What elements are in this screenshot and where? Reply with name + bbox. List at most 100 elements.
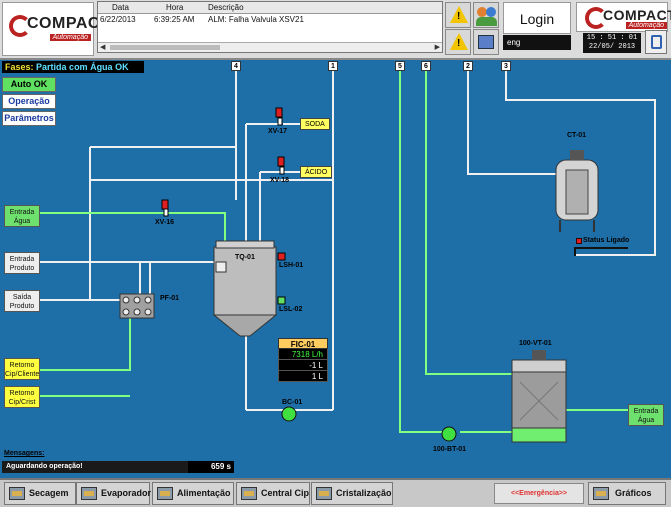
phase-value: Partida com Água OK: [36, 62, 129, 72]
pump-bc01-label[interactable]: BC-01: [282, 399, 303, 406]
fic-flow: 7318 L/h: [278, 349, 328, 360]
secagem-icon: [9, 487, 25, 500]
alimentacao-icon: [157, 487, 173, 500]
logo-text: COMPACT: [603, 7, 671, 23]
bottom-nav: Secagem Evaporador Alimentação Central C…: [0, 478, 671, 507]
valve-xv16[interactable]: XV-16: [155, 219, 175, 226]
config-button[interactable]: [473, 29, 499, 55]
header: COMPACT Automação Data Hora Descrição 6/…: [0, 0, 671, 60]
clock: 15 : 51 : 01 22/05/ 2013: [583, 33, 641, 53]
saida-produto-box[interactable]: Saída Produto: [4, 290, 40, 312]
exit-icon: [651, 35, 662, 49]
pump-bt01-label[interactable]: 100-BT-01: [433, 446, 467, 453]
emergency-button[interactable]: <<Emergência>>: [494, 483, 584, 504]
alarm-list-button[interactable]: !: [445, 29, 471, 55]
nav-alimentacao-button[interactable]: Alimentação: [152, 482, 234, 505]
logo-sub: Automação: [49, 34, 91, 41]
nav-central-cip-button[interactable]: Central Cip: [236, 482, 310, 505]
process-diagram: [40, 70, 656, 443]
line-tag-5: 5: [395, 61, 405, 71]
config-icon: [478, 35, 494, 49]
alarm-col-desc: Descrição: [208, 3, 244, 12]
clock-time: 15 : 51 : 01: [586, 34, 638, 42]
lsl-led: [277, 296, 286, 305]
entrada-produto-box[interactable]: Entrada Produto: [4, 252, 40, 274]
valve-xv16-shape: [161, 199, 169, 210]
logo-text: COMPACT: [27, 15, 111, 32]
nav-cristalizacao-button[interactable]: Cristalização: [311, 482, 393, 505]
scroll-right-icon[interactable]: ▶: [434, 44, 440, 51]
pump-bt01-shape: [441, 426, 457, 442]
messages-counter: 659 s: [188, 461, 234, 473]
filter-pf01-label[interactable]: PF-01: [160, 295, 180, 302]
pump-bc01-shape: [281, 406, 297, 422]
login-button[interactable]: Login: [503, 2, 571, 34]
status-ligado-label: Status Ligado: [583, 237, 630, 244]
valve-xv17[interactable]: XV-17: [268, 128, 288, 135]
nav-graficos-button[interactable]: Gráficos: [588, 482, 666, 505]
nav-label: Cristalização: [336, 488, 392, 498]
nav-label: Alimentação: [177, 488, 231, 498]
tank-vt01-label[interactable]: 100-VT-01: [519, 340, 552, 347]
fic-01-panel[interactable]: FIC-01 7318 L/h -1 L 1 L: [278, 338, 328, 382]
exit-button[interactable]: [645, 30, 667, 54]
user-icon-b: [486, 7, 496, 17]
soda-label: SODA: [300, 118, 330, 130]
logo-c-icon: [9, 15, 31, 37]
scroll-left-icon[interactable]: ◀: [100, 44, 106, 51]
acido-label: ÁCIDO: [300, 166, 333, 178]
line-tag-3: 3: [501, 61, 511, 71]
operacao-button[interactable]: Operação: [2, 94, 56, 109]
retorno-cip-cliente-box[interactable]: Retorno Cip/Cliente: [4, 358, 40, 380]
entrada-agua-box[interactable]: Entrada Água: [4, 205, 40, 227]
central-cip-icon: [241, 487, 257, 500]
nav-label: Evaporador: [101, 488, 152, 498]
warning-icon: [450, 6, 468, 23]
nav-label: Gráficos: [615, 488, 652, 498]
white-pipes: [40, 70, 656, 411]
fic-title: FIC-01: [278, 338, 328, 349]
valve-xv18-shape: [277, 156, 285, 167]
alarm-table-header: Data Hora Descrição: [98, 2, 442, 14]
graficos-icon: [593, 487, 609, 500]
nav-label: Secagem: [29, 488, 69, 498]
alarm-row[interactable]: 6/22/2013 6:39:25 AM ALM: Falha Valvula …: [98, 14, 442, 26]
nav-evaporador-button[interactable]: Evaporador: [76, 482, 152, 505]
alarm-hscrollbar[interactable]: ◀ ▶: [98, 42, 442, 52]
alarm-table[interactable]: Data Hora Descrição 6/22/2013 6:39:25 AM…: [97, 1, 443, 53]
logo-c-icon: [585, 7, 607, 29]
warning-icon: [450, 33, 468, 50]
users-icon: [476, 17, 497, 26]
auto-ok-button[interactable]: Auto OK: [2, 77, 56, 92]
alarm-ack-button[interactable]: !: [445, 2, 471, 28]
alarm-col-date: Data: [112, 3, 129, 12]
entrada-agua-right-box[interactable]: Entrada Água: [628, 404, 664, 426]
nav-label: Central Cip: [261, 488, 310, 498]
user-icon-a: [477, 7, 487, 17]
line-tag-4: 4: [231, 61, 241, 71]
nav-secagem-button[interactable]: Secagem: [4, 482, 76, 505]
messages-text: Aguardando operação!: [2, 461, 188, 473]
tank-tq01-shape: [212, 240, 278, 337]
logo-sub: Automação: [625, 22, 667, 29]
retorno-cip-crist-box[interactable]: Retorno Cip/Crist: [4, 386, 40, 408]
lsh-led: [277, 252, 286, 261]
language-field[interactable]: eng: [503, 35, 571, 50]
line-tag-1: 1: [328, 61, 338, 71]
valve-xv18[interactable]: XV-18: [270, 177, 290, 184]
tank-ct01-shape: [555, 150, 628, 256]
users-button[interactable]: [473, 2, 499, 28]
alarm-date: 6/22/2013: [100, 15, 136, 24]
alarm-desc: ALM: Falha Valvula XSV21: [208, 15, 304, 24]
company-logo-right: COMPACT Automação: [576, 2, 671, 32]
line-tag-2: 2: [463, 61, 473, 71]
parametros-button[interactable]: Parâmetros: [2, 111, 56, 126]
evaporador-icon: [81, 487, 97, 500]
alarm-time: 6:39:25 AM: [154, 15, 195, 24]
tank-tq01-label[interactable]: TQ-01: [235, 254, 255, 261]
tank-vt01-shape: [511, 350, 567, 443]
scroll-thumb[interactable]: [110, 45, 220, 50]
tank-ct01-label[interactable]: CT-01: [567, 132, 587, 139]
valve-xv17-shape: [275, 107, 283, 118]
filter-pf01-shape: [119, 293, 155, 319]
